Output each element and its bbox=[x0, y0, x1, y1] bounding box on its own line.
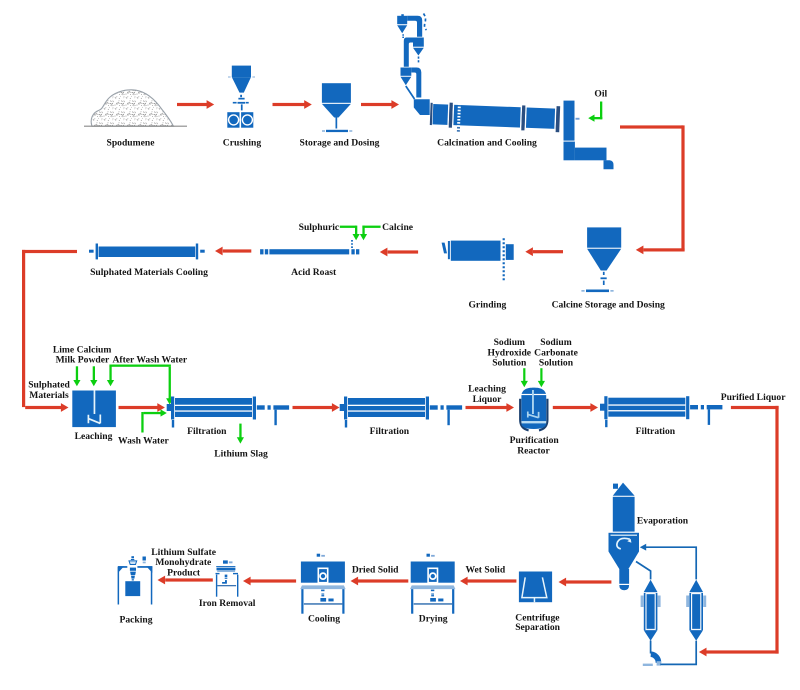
svg-text:Acid Roast: Acid Roast bbox=[291, 267, 337, 278]
svg-text:Materials: Materials bbox=[29, 390, 69, 401]
svg-text:Filtration: Filtration bbox=[636, 426, 676, 437]
svg-text:Sodium: Sodium bbox=[540, 337, 571, 348]
svg-text:Storage and Dosing: Storage and Dosing bbox=[300, 137, 380, 148]
svg-text:Crushing: Crushing bbox=[223, 137, 262, 148]
svg-text:Lithium Slag: Lithium Slag bbox=[214, 448, 268, 459]
svg-text:Drying: Drying bbox=[419, 614, 448, 625]
svg-text:Milk: Milk bbox=[56, 354, 76, 365]
svg-text:Leaching: Leaching bbox=[468, 384, 506, 395]
svg-text:Solution: Solution bbox=[539, 358, 574, 369]
svg-text:Filtration: Filtration bbox=[187, 426, 227, 437]
svg-text:Filtration: Filtration bbox=[370, 426, 410, 437]
svg-text:Liquor: Liquor bbox=[473, 394, 503, 405]
svg-text:Sodium: Sodium bbox=[494, 337, 525, 348]
svg-text:Reactor: Reactor bbox=[517, 446, 550, 457]
svg-text:Purified Liquor: Purified Liquor bbox=[721, 392, 787, 403]
svg-text:Calcine Storage and Dosing: Calcine Storage and Dosing bbox=[552, 299, 665, 310]
svg-text:Calcine: Calcine bbox=[382, 222, 414, 233]
svg-text:Centrifuge: Centrifuge bbox=[515, 613, 560, 624]
svg-text:Hydroxide: Hydroxide bbox=[488, 347, 532, 358]
svg-text:Lime: Lime bbox=[53, 345, 75, 356]
svg-text:Spodumene: Spodumene bbox=[107, 137, 156, 148]
svg-text:Evaporation: Evaporation bbox=[637, 515, 689, 526]
svg-text:Dried Solid: Dried Solid bbox=[352, 565, 399, 576]
svg-text:Oil: Oil bbox=[594, 89, 607, 100]
svg-text:Purification: Purification bbox=[510, 435, 560, 446]
svg-text:Monohydrate: Monohydrate bbox=[155, 557, 212, 568]
svg-text:Iron Removal: Iron Removal bbox=[199, 598, 256, 609]
svg-text:Carbonate: Carbonate bbox=[534, 347, 578, 358]
svg-text:After Wash Water: After Wash Water bbox=[112, 354, 187, 365]
svg-text:Solution: Solution bbox=[492, 358, 527, 369]
svg-text:Separation: Separation bbox=[515, 622, 560, 633]
svg-text:Cooling: Cooling bbox=[308, 614, 340, 625]
svg-text:Powder: Powder bbox=[78, 354, 110, 365]
svg-text:Calcination and Cooling: Calcination and Cooling bbox=[437, 137, 537, 148]
svg-text:Sulphuric: Sulphuric bbox=[299, 222, 340, 233]
svg-text:Calcium: Calcium bbox=[77, 345, 112, 356]
svg-text:Sulphated: Sulphated bbox=[28, 380, 70, 391]
svg-text:Packing: Packing bbox=[119, 614, 152, 625]
svg-text:Product: Product bbox=[167, 568, 201, 579]
svg-text:Grinding: Grinding bbox=[468, 299, 506, 310]
svg-text:Sulphated Materials Cooling: Sulphated Materials Cooling bbox=[90, 267, 208, 278]
svg-text:Wash Water: Wash Water bbox=[118, 436, 169, 447]
svg-text:Lithium Sulfate: Lithium Sulfate bbox=[151, 547, 217, 558]
svg-text:Leaching: Leaching bbox=[75, 431, 113, 442]
svg-text:Wet Solid: Wet Solid bbox=[465, 565, 505, 576]
